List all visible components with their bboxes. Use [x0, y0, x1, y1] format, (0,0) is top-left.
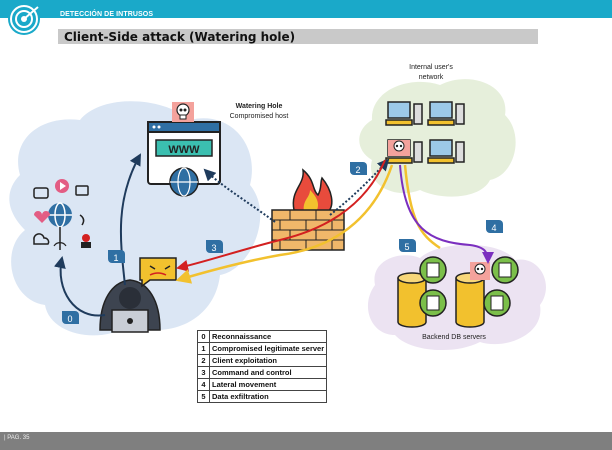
step-badge-1: 1	[108, 250, 125, 263]
step-badge-2-label: 2	[355, 165, 360, 175]
attack-diagram: WWW	[9, 79, 546, 351]
website-www-text: WWW	[168, 144, 200, 156]
page-title: Client-Side attack (Watering hole)	[64, 30, 296, 44]
section-label: DETECCIÓN DE INTRUSOS	[60, 11, 154, 18]
legend-label: Compromised legitimate server	[208, 342, 328, 355]
step-badge-3-label: 3	[211, 243, 216, 253]
step-badge-2: 2	[350, 162, 367, 175]
firewall-icon	[271, 168, 345, 251]
arrow-watering-hole-dotted	[203, 168, 276, 223]
header-band	[0, 0, 612, 18]
arrow-reconnaissance	[54, 256, 106, 317]
watering-hole-subtitle: Compromised host	[229, 113, 289, 120]
legend-label: Data exfiltration	[208, 390, 328, 403]
infected-computer-skull-icon	[388, 140, 410, 156]
legend-num: 5	[197, 390, 210, 403]
arrow-exfil-yellow	[175, 164, 394, 284]
step-badge-5-label: 5	[404, 242, 409, 252]
hacker-icon	[99, 279, 161, 333]
legend-num: 3	[197, 366, 210, 379]
db-skull-icon	[470, 262, 490, 280]
social-network-icon	[33, 179, 91, 250]
target-logo-icon	[8, 3, 40, 35]
backend-db-label: Backend DB servers	[422, 334, 486, 341]
arrow-c2-red	[176, 159, 386, 272]
footer-bar: | PAG. 35	[0, 432, 612, 450]
legend-num: 0	[197, 330, 210, 343]
step-badge-4-label: 4	[491, 223, 496, 233]
network-label-line2: network	[418, 74, 444, 81]
legend-num: 1	[197, 342, 210, 355]
legend-label: Command and control	[208, 366, 328, 379]
step-badge-3: 3	[206, 240, 223, 253]
legend-label: Lateral movement	[208, 378, 328, 391]
skull-badge-icon	[172, 102, 194, 122]
legend-num: 2	[197, 354, 210, 367]
legend-num: 4	[197, 378, 210, 391]
internal-network-cloud	[359, 79, 516, 197]
step-badge-0-label: 0	[67, 314, 72, 324]
evil-face-icon	[139, 257, 177, 288]
step-badge-1-label: 1	[113, 253, 118, 263]
step-badge-4: 4	[486, 220, 503, 233]
arrow-compromise-server	[119, 153, 141, 286]
legend-label: Reconnaissance	[208, 330, 328, 343]
compromised-website-icon: WWW	[147, 121, 221, 197]
network-label-line1: Internal user's	[409, 64, 453, 71]
title-bar: Client-Side attack (Watering hole)	[58, 29, 538, 44]
step-badge-5: 5	[399, 239, 416, 252]
page-number: | PAG. 35	[4, 435, 30, 441]
step-badge-0: 0	[62, 311, 79, 324]
watering-hole-title: Watering Hole	[235, 103, 283, 110]
legend-label: Client exploitation	[208, 354, 328, 367]
arrow-lateral-purple	[399, 164, 494, 264]
